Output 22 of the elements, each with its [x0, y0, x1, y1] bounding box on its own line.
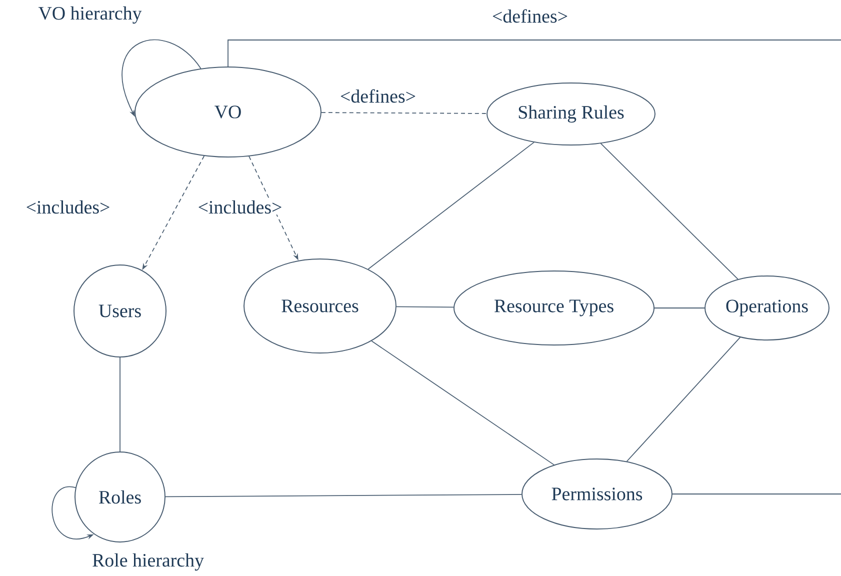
ellipse-node: VO	[134, 66, 322, 158]
ellipse-node: Operations	[704, 276, 830, 340]
edge-label: Role hierarchy	[91, 552, 205, 572]
ellipse-node: Sharing Rules	[486, 82, 656, 146]
connector-line	[165, 494, 522, 498]
ellipse-node: Resources	[244, 258, 396, 354]
circle-node: Roles	[74, 452, 166, 542]
connector-line	[626, 336, 741, 462]
connector-line	[371, 340, 554, 466]
edge-label: <includes>	[196, 199, 284, 215]
ellipse-node: Permissions	[522, 458, 672, 530]
connector-line	[368, 142, 534, 270]
ellipse-node: Resource Types	[454, 270, 654, 346]
circle-node: Users	[74, 264, 166, 358]
connector-line	[396, 306, 454, 308]
edge-label: VO hierarchy	[37, 5, 143, 25]
edge-label: <defines>	[339, 88, 417, 104]
edge-label: <defines>	[491, 8, 569, 24]
connector-line	[321, 112, 487, 114]
edge-label: <includes>	[24, 199, 112, 215]
connector-line	[600, 143, 738, 280]
connector-line	[228, 40, 841, 494]
